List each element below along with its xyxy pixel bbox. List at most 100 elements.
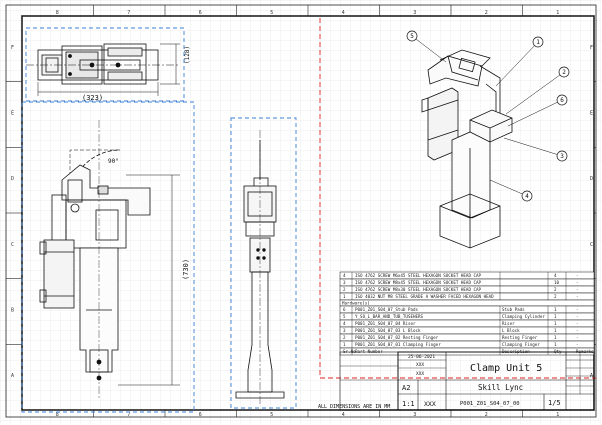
tb-size: A2 [402, 384, 410, 392]
balloon-3: 3 [556, 150, 568, 162]
svg-text:P001_Z01_S04_07_01 Clamping Fi: P001_Z01_S04_07_01 Clamping Finger [355, 342, 441, 347]
tb-sheet: 1/5 [548, 399, 561, 407]
grid-row-label: B [11, 308, 14, 314]
svg-text:P001_Z01_S04_07_Stub Pads: P001_Z01_S04_07_Stub Pads [355, 307, 419, 312]
svg-text:P001_Z01_S04_07_04 Riser: P001_Z01_S04_07_04 Riser [355, 321, 416, 326]
svg-text:1: 1 [343, 342, 346, 347]
svg-text:2: 2 [554, 287, 557, 292]
dimension-note: ALL DIMENSIONS ARE IN MM [318, 404, 390, 410]
svg-text:1: 1 [554, 321, 557, 326]
tb-drawing-no: P001_Z01_S04_07_00 [460, 401, 520, 407]
tb-checked: XXX [416, 371, 424, 377]
dim-top-height: (128) [184, 46, 191, 64]
svg-text:6: 6 [560, 97, 564, 104]
grid-reference-labels: 8877665544332211FFEEDDCCBBAA [6, 10, 596, 418]
svg-text:Riser: Riser [502, 321, 515, 326]
grid-col-label: 1 [556, 10, 559, 16]
svg-text:1: 1 [554, 335, 557, 340]
bom-part-row: 1 P001_Z01_S04_07_01 Clamping Finger Clamp… [339, 340, 595, 349]
svg-text:-: - [576, 273, 579, 278]
svg-text:Resting Finger: Resting Finger [502, 335, 538, 340]
svg-text:Sr.No.: Sr.No. [343, 349, 358, 354]
balloon-2: 2 [558, 66, 570, 78]
svg-text:Clamping Finger: Clamping Finger [502, 342, 540, 347]
svg-text:Hardware(s): Hardware(s) [342, 301, 370, 306]
balloon-4: 4 [521, 190, 533, 202]
top-view [26, 43, 180, 96]
view-frames [21, 27, 297, 413]
grid-col-label: 4 [342, 10, 345, 16]
tb-drawn: XXX [416, 362, 424, 368]
balloon-1: 1 [532, 36, 544, 48]
tb-date: 25-06-2021 [408, 354, 435, 360]
svg-text:2: 2 [343, 287, 346, 292]
svg-text:5: 5 [410, 33, 414, 40]
bom-hardware-label: Hardware(s) [339, 299, 595, 307]
svg-text:P001_Z01_S04_07_02 Resting Fin: P001_Z01_S04_07_02 Resting Finger [355, 335, 439, 340]
svg-text:10: 10 [554, 280, 560, 285]
grid-col-label: 3 [413, 10, 416, 16]
dim-front-height: (730) [182, 259, 190, 280]
svg-text:P001_Z01_S04_07_03 L Block: P001_Z01_S04_07_03 L Block [355, 328, 421, 333]
svg-text:2: 2 [562, 69, 566, 76]
grid-row-label: F [11, 45, 14, 51]
svg-text:-: - [576, 280, 579, 285]
svg-text:1: 1 [554, 342, 557, 347]
svg-text:-: - [576, 335, 579, 340]
bom-hardware-row: 1 ISO 4032 NUT M8 STEEL GRADE A WASHER FA… [339, 292, 595, 301]
detail-boundary [319, 18, 596, 379]
grid-col-label: 1 [556, 412, 559, 418]
svg-text:1: 1 [554, 314, 557, 319]
title-block [339, 351, 595, 411]
isometric-view [421, 49, 513, 249]
tb-title: Clamp Unit 5 [470, 363, 542, 374]
svg-text:4: 4 [343, 273, 346, 278]
svg-text:ISO 4762 SCREW M8x45 STEEL HEX: ISO 4762 SCREW M8x45 STEEL HEXAGON SOCKE… [355, 280, 482, 285]
svg-text:-: - [576, 287, 579, 292]
tb-company: Skill Lync [478, 383, 523, 392]
grid-row-label: D [590, 176, 593, 182]
svg-text:-: - [576, 307, 579, 312]
grid-row-label: C [590, 242, 593, 248]
svg-text:L Block: L Block [502, 328, 520, 333]
grid-row-label: A [11, 373, 14, 379]
balloon-6: 6 [556, 94, 568, 106]
svg-text:-: - [576, 342, 579, 347]
balloon-leaders [411, 35, 565, 197]
grid-col-label: 8 [56, 10, 59, 16]
tb-scale: 1:1 [402, 400, 415, 408]
bom-hardware-row: 2 ISO 4762 SCREW M8x30 STEEL HEXAGON SOCK… [339, 285, 595, 294]
svg-text:Clamping Cylinder: Clamping Cylinder [502, 314, 545, 319]
grid-col-label: 8 [56, 412, 59, 418]
side-view [235, 130, 285, 405]
dim-top-width: (323) [82, 94, 103, 102]
grid-col-label: 5 [270, 412, 273, 418]
svg-text:Part Number: Part Number [355, 349, 383, 354]
grid-col-label: 6 [199, 412, 202, 418]
svg-text:4: 4 [554, 273, 557, 278]
grid-row-label: E [11, 111, 14, 117]
grid-row-label: C [11, 242, 14, 248]
grid-col-label: 4 [342, 412, 345, 418]
svg-text:ISO 4032 NUT M8 STEEL GRADE A: ISO 4032 NUT M8 STEEL GRADE A WASHER FAC… [355, 294, 494, 299]
svg-text:1: 1 [554, 307, 557, 312]
svg-text:-: - [576, 314, 579, 319]
dim-angle: 90° [108, 158, 119, 165]
svg-text:1: 1 [343, 294, 346, 299]
svg-text:ISO 4762 SCREW M8x30 STEEL HEX: ISO 4762 SCREW M8x30 STEEL HEXAGON SOCKE… [355, 287, 482, 292]
grid-col-label: 7 [127, 412, 130, 418]
grid-row-label: F [590, 45, 593, 51]
balloon-5: 5 [406, 30, 418, 42]
svg-text:5: 5 [343, 314, 346, 319]
svg-text:6: 6 [343, 307, 346, 312]
svg-text:3: 3 [343, 328, 346, 333]
svg-text:4: 4 [343, 321, 346, 326]
